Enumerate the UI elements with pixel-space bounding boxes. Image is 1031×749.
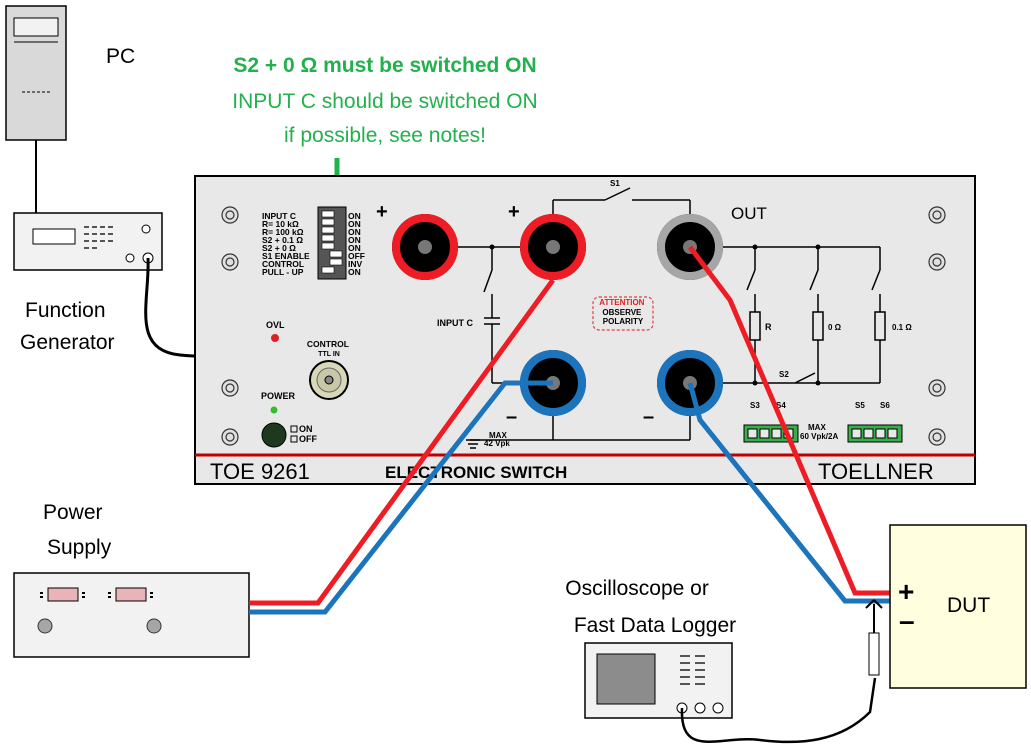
dip-switch-block: INPUT C R= 10 kΩ R= 100 kΩ S2 + 0.1 Ω S2…: [262, 206, 367, 280]
cable-supply-minus: [249, 380, 553, 615]
function-generator: Function Generator: [13, 212, 163, 354]
connector-s6-label: S6: [880, 401, 890, 410]
control-bnc-connector[interactable]: [309, 360, 349, 400]
svg-text:Power Supply: Power Supply: [43, 501, 112, 559]
s1-label: S1: [610, 179, 620, 188]
function-generator-label-1: Function: [25, 299, 106, 322]
note-line-2: INPUT C should be switched ON: [232, 90, 537, 113]
power-button[interactable]: [261, 422, 287, 448]
terminal-input-plus-1[interactable]: [392, 214, 458, 280]
attention-box: ATTENTION OBSERVE POLARITY: [592, 296, 654, 331]
power-supply: Power Supply: [13, 501, 250, 658]
oscilloscope: Oscilloscope or Fast Data Logger: [565, 577, 736, 719]
svg-text:ON ON ON: ON ON ON ON ON OFF INV ON: [348, 211, 367, 277]
terminal-block-right[interactable]: [847, 424, 903, 443]
dut: + – DUT: [889, 524, 1027, 689]
oscilloscope-label-2: Fast Data Logger: [574, 614, 736, 637]
note-line-3: if possible, see notes!: [284, 124, 486, 147]
pc-label: PC: [106, 45, 135, 68]
s2-label: S2: [779, 370, 789, 379]
svg-text:ATTENTION OBSERVE: ATTENTION OBSERVE POLARITY: [599, 298, 646, 326]
max-left-2: 42 Vpk: [484, 439, 510, 448]
svg-text:CONTROL TTL IN: CONTROL TTL IN: [307, 339, 351, 358]
max-left-1: MAX: [489, 431, 507, 440]
model-label: TOE 9261: [210, 459, 310, 484]
svg-text:Oscilloscope or Fast Dat: Oscilloscope or Fast Data Logger: [565, 577, 736, 637]
input-c-label: INPUT C: [437, 318, 474, 328]
oscilloscope-label-1: Oscilloscope or: [565, 577, 709, 600]
svg-text:MAX 42 Vpk: MAX 42 Vpk: [484, 431, 510, 448]
minus-label-left: –: [506, 406, 517, 428]
electronic-switch-panel: TOE 9261 ELECTRONIC SWITCH TOELLNER INPU…: [194, 175, 976, 485]
dut-plus-label: +: [898, 576, 914, 607]
svg-text:MAX 60 Vpk/2A: MAX 60 Vpk/2A: [800, 423, 838, 441]
plus-label-mid: +: [508, 201, 520, 223]
off-label: OFF: [299, 434, 317, 444]
ovl-label: OVL: [266, 320, 285, 330]
resistor-0-label: 0 Ω: [828, 323, 842, 332]
connector-s3-label: S3: [750, 401, 760, 410]
power-label: POWER: [261, 391, 296, 401]
note-line-1: S2 + 0 Ω must be switched ON: [233, 54, 536, 77]
cable-supply-plus: [249, 278, 556, 606]
pc: PC: [5, 5, 135, 141]
out-label: OUT: [731, 204, 767, 223]
terminal-input-plus-2[interactable]: [520, 214, 586, 280]
connector-s4-label: S4: [776, 401, 786, 410]
dip-switch-notes: S2 + 0 Ω must be switched ON INPUT C sho…: [232, 54, 538, 205]
cable-minus-dut-minus: [687, 382, 890, 604]
svg-text:Function Generator: Function Generator: [20, 299, 115, 354]
function-generator-label-2: Generator: [20, 331, 115, 354]
max-right-1: MAX: [808, 423, 826, 432]
minus-label-right: –: [643, 406, 654, 428]
cable-out-dut-plus: [688, 245, 890, 596]
connector-s5-label: S5: [855, 401, 865, 410]
on-label: ON: [299, 424, 313, 434]
brand-label: TOELLNER: [818, 459, 934, 484]
probe-body: [868, 632, 880, 676]
max-right-2: 60 Vpk/2A: [800, 432, 838, 441]
power-supply-label-1: Power: [43, 501, 103, 524]
dut-minus-label: –: [899, 605, 915, 636]
power-supply-label-2: Supply: [47, 536, 112, 559]
svg-text:INPUT C R= 10 kΩ: INPUT C R= 10 kΩ R= 100 kΩ S2 + 0.1 Ω S2…: [262, 211, 312, 277]
control-label: CONTROL: [307, 339, 349, 349]
resistor-r-label: R: [765, 322, 772, 332]
ttl-in-label: TTL IN: [318, 351, 340, 358]
probe-cable: [680, 677, 877, 744]
dut-label: DUT: [947, 594, 990, 617]
plus-label-left: +: [376, 201, 388, 223]
resistor-01-label: 0.1 Ω: [892, 323, 912, 332]
